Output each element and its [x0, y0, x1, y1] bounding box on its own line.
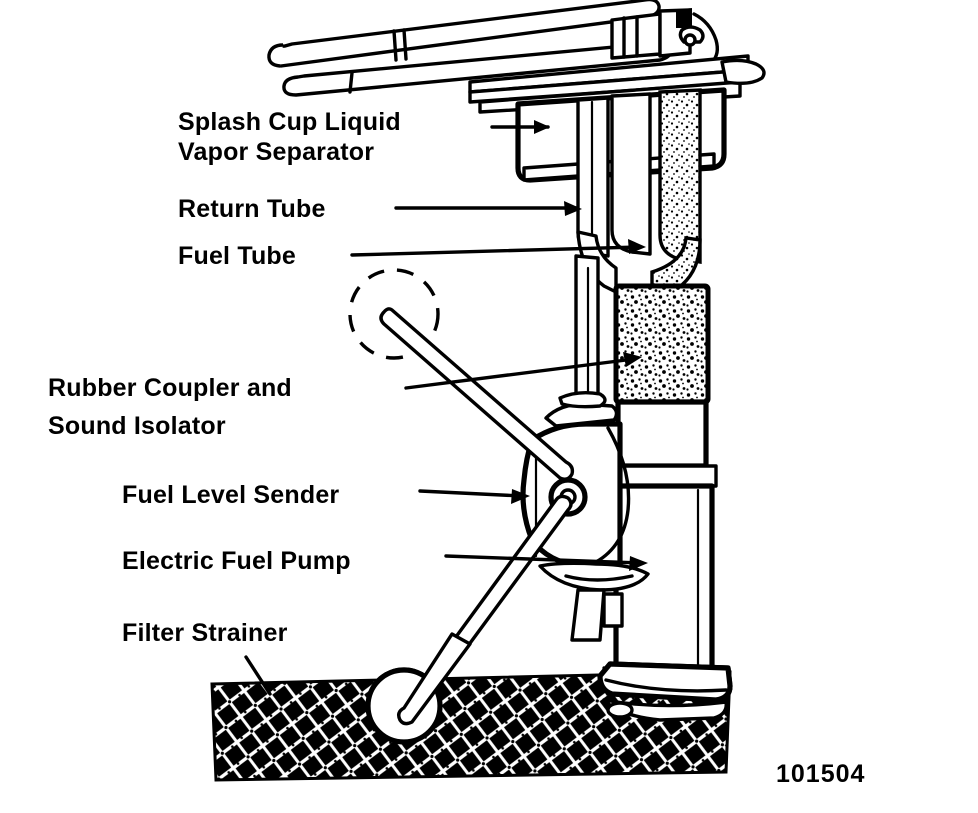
return-tube-stippled: [658, 88, 702, 265]
flange-outlet-spigot: [720, 58, 766, 86]
sender-lobe-line: [564, 574, 634, 582]
leader-rubber-coupler: [404, 357, 636, 390]
callout-leaders: [244, 120, 648, 696]
hose-rib-1: [392, 29, 398, 62]
leader-electric-fuel-pump: [444, 554, 642, 565]
arrowhead-return-tube: [564, 201, 582, 216]
lower-hose-rib: [348, 71, 354, 94]
arrowhead-fuel-tube: [628, 239, 646, 254]
rubber-coupler-block: [613, 283, 711, 405]
boot-side-nub: [606, 701, 634, 719]
label-fuel-level-sender: Fuel Level Sender: [122, 481, 339, 509]
label-return-tube: Return Tube: [178, 195, 326, 223]
sender-profile-arc: [594, 426, 631, 564]
vertical-tube-group: [576, 88, 702, 301]
fitting-bracket-arc: [692, 12, 720, 64]
hose-end-cap: [267, 43, 284, 68]
rubber-coupler-sound-isolator: [613, 283, 711, 405]
boot-band-over-1: [604, 678, 728, 693]
arrowhead-splash-cup: [534, 120, 550, 134]
float-upper-position-dashed: [348, 268, 440, 360]
label-filter-strainer: Filter Strainer: [122, 619, 288, 647]
sender-bracket-block: [602, 592, 624, 628]
leader-filter-strainer: [244, 655, 272, 696]
hose-rib-2: [402, 28, 408, 61]
label-rubber-coupler-line1: Rubber Coupler and: [48, 374, 292, 402]
label-rubber-coupler-line2: Sound Isolator: [48, 412, 226, 440]
fuel-tube-vertical: [610, 92, 652, 256]
arrowhead-rubber-coupler: [623, 352, 642, 367]
filter-strainer: [210, 632, 733, 782]
fitting-nub: [676, 8, 692, 28]
label-splash-cup-line2: Vapor Separator: [178, 138, 374, 166]
sender-mount-clip: [558, 390, 607, 409]
label-splash-cup-line1: Splash Cup Liquid: [178, 108, 401, 136]
label-fuel-tube: Fuel Tube: [178, 242, 296, 270]
arrowhead-electric-fuel-pump: [629, 556, 648, 571]
fitting-bolt: [683, 33, 697, 47]
boot-lip-over-strainer: [602, 698, 728, 722]
top-hose-assembly: [267, 0, 766, 114]
float-arm-over-strainer: [396, 632, 472, 726]
arrowhead-fuel-level-sender: [511, 489, 530, 504]
label-electric-fuel-pump: Electric Fuel Pump: [122, 547, 351, 575]
sender-mount-tab: [544, 402, 619, 428]
figure-id-number: 101504: [776, 760, 865, 788]
float-arm-upper: [379, 307, 575, 482]
sender-bottom-lobe: [538, 561, 650, 592]
filter-strainer-mesh: [210, 670, 732, 782]
sender-bracket-leg: [570, 588, 606, 642]
leader-fuel-level-sender: [418, 489, 524, 498]
housing-upper-section: [615, 399, 709, 469]
leader-fuel-tube: [350, 245, 640, 257]
callout-labels: Splash Cup Liquid Vapor Separator Return…: [48, 108, 401, 647]
